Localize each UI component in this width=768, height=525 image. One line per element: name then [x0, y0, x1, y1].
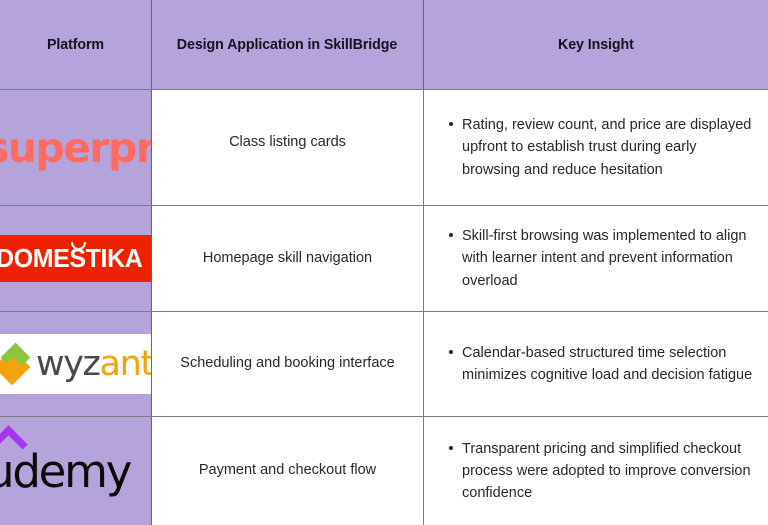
table-row: superprof Class listing cards Rating, re…: [0, 89, 768, 205]
application-cell: Scheduling and booking interface: [152, 312, 424, 416]
udemy-logo-block: udemy: [0, 424, 132, 498]
platform-cell-wyzant: wyzant: [0, 312, 152, 416]
insight-item: Transparent pricing and simplified check…: [449, 438, 754, 504]
column-header-insight: Key Insight: [424, 0, 768, 89]
platform-cell-udemy: udemy: [0, 417, 152, 525]
column-header-platform-label: Platform: [46, 36, 105, 53]
insight-list: Transparent pricing and simplified check…: [446, 438, 754, 504]
insight-item: Rating, review count, and price are disp…: [449, 114, 754, 180]
column-header-application: Design Application in SkillBridge: [152, 0, 424, 89]
application-cell: Payment and checkout flow: [152, 417, 424, 525]
breve-accent-icon: [71, 242, 86, 250]
insight-cell: Transparent pricing and simplified check…: [424, 417, 768, 525]
udemy-logo-text: udemy: [0, 444, 132, 498]
wyzant-logo-text-orange: ant: [99, 344, 152, 384]
domestika-logo: DOMESTIKA: [0, 206, 151, 311]
superprof-logo: superprof: [0, 90, 151, 205]
application-text: Payment and checkout flow: [198, 462, 377, 479]
column-header-platform: Platform: [0, 0, 152, 89]
insight-item: Calendar-based structured time selection…: [449, 342, 754, 386]
wyzant-logo: wyzant: [0, 312, 151, 416]
insight-list: Rating, review count, and price are disp…: [446, 114, 754, 180]
table-row: udemy Payment and checkout flow Transpar…: [0, 416, 768, 525]
domestika-logo-block: DOMESTIKA: [0, 235, 151, 282]
wyzant-logo-block: wyzant: [0, 334, 152, 394]
insight-item: Skill-first browsing was implemented to …: [449, 225, 754, 291]
wyzant-diamond-icon: [0, 342, 34, 386]
table-row: DOMESTIKA Homepage skill navigation Skil…: [0, 205, 768, 311]
udemy-logo: udemy: [0, 417, 151, 525]
platform-cell-domestika: DOMESTIKA: [0, 206, 152, 311]
wyzant-logo-text: wyzant: [36, 344, 152, 384]
wyzant-logo-text-dark: wyz: [36, 344, 101, 384]
application-text: Class listing cards: [229, 134, 346, 150]
insight-cell: Skill-first browsing was implemented to …: [424, 206, 768, 311]
insight-cell: Calendar-based structured time selection…: [424, 312, 768, 416]
platform-cell-superprof: superprof: [0, 90, 152, 205]
column-header-application-label: Design Application in SkillBridge: [177, 36, 398, 53]
insight-list: Skill-first browsing was implemented to …: [446, 225, 754, 291]
insight-list: Calendar-based structured time selection…: [446, 342, 754, 386]
table-header-row: Platform Design Application in SkillBrid…: [0, 0, 768, 89]
domestika-logo-text: DOMESTIKA: [0, 243, 143, 273]
application-cell: Homepage skill navigation: [152, 206, 424, 311]
table-row: wyzant Scheduling and booking interface …: [0, 311, 768, 416]
application-text: Homepage skill navigation: [202, 249, 373, 266]
superprof-logo-text: superprof: [0, 123, 151, 172]
insight-cell: Rating, review count, and price are disp…: [424, 90, 768, 205]
application-text: Scheduling and booking interface: [180, 355, 395, 372]
column-header-insight-label: Key Insight: [558, 36, 634, 53]
application-cell: Class listing cards: [152, 90, 424, 205]
